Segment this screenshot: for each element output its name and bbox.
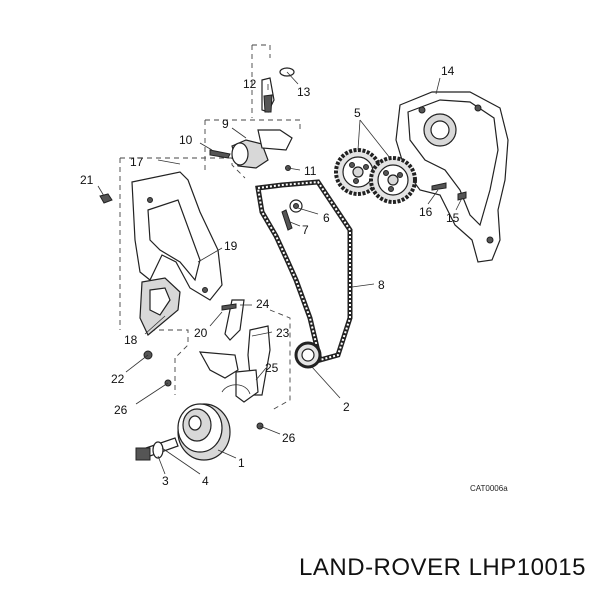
callout-2: 2 bbox=[343, 400, 350, 414]
callout-26b: 26 bbox=[282, 431, 296, 445]
callout-18: 18 bbox=[124, 333, 138, 347]
callout-20: 20 bbox=[194, 326, 208, 340]
camshaft-sprocket-right bbox=[369, 156, 417, 204]
cover-bolts bbox=[431, 182, 467, 201]
callout-14: 14 bbox=[441, 64, 455, 78]
lower-bracket bbox=[198, 299, 271, 403]
callout-15: 15 bbox=[446, 211, 460, 225]
callout-9: 9 bbox=[222, 117, 229, 131]
drawing-reference: CAT0006a bbox=[470, 484, 508, 493]
callout-23: 23 bbox=[276, 326, 290, 340]
callout-25: 25 bbox=[265, 361, 279, 375]
callout-3: 3 bbox=[162, 474, 169, 488]
timing-belt bbox=[255, 179, 353, 364]
callout-8: 8 bbox=[378, 278, 385, 292]
rear-timing-cover bbox=[395, 91, 509, 263]
callout-16: 16 bbox=[419, 205, 433, 219]
callout-10: 10 bbox=[179, 133, 193, 147]
front-cover-upper bbox=[131, 171, 223, 301]
callout-26a: 26 bbox=[114, 403, 128, 417]
group-outlines bbox=[119, 44, 301, 411]
callout-24: 24 bbox=[256, 297, 270, 311]
callout-labels: 1 2 3 4 5 6 7 8 9 10 11 12 13 14 15 16 1… bbox=[80, 64, 460, 488]
callout-4: 4 bbox=[202, 474, 209, 488]
crankshaft-pulley bbox=[177, 403, 231, 461]
leader-lines bbox=[97, 71, 463, 475]
brand-part-number: LAND-ROVER LHP10015 bbox=[299, 554, 586, 581]
callout-1: 1 bbox=[238, 456, 245, 470]
callout-6: 6 bbox=[323, 211, 330, 225]
idler-bolts bbox=[281, 199, 303, 231]
callout-7: 7 bbox=[302, 223, 309, 237]
tensioner-assembly bbox=[209, 67, 295, 171]
callout-21: 21 bbox=[80, 173, 94, 187]
callout-19: 19 bbox=[224, 239, 238, 253]
idler-pulley bbox=[294, 341, 322, 369]
callout-11: 11 bbox=[304, 164, 317, 178]
callout-13: 13 bbox=[297, 85, 311, 99]
camshaft-sprocket-left bbox=[334, 148, 382, 196]
callout-22: 22 bbox=[111, 372, 125, 386]
callout-17: 17 bbox=[130, 155, 144, 169]
crank-bolt bbox=[135, 437, 179, 461]
front-cover-lower bbox=[139, 277, 181, 336]
callout-12: 12 bbox=[243, 77, 257, 91]
callout-5: 5 bbox=[354, 106, 361, 120]
bolt-21 bbox=[99, 193, 113, 204]
